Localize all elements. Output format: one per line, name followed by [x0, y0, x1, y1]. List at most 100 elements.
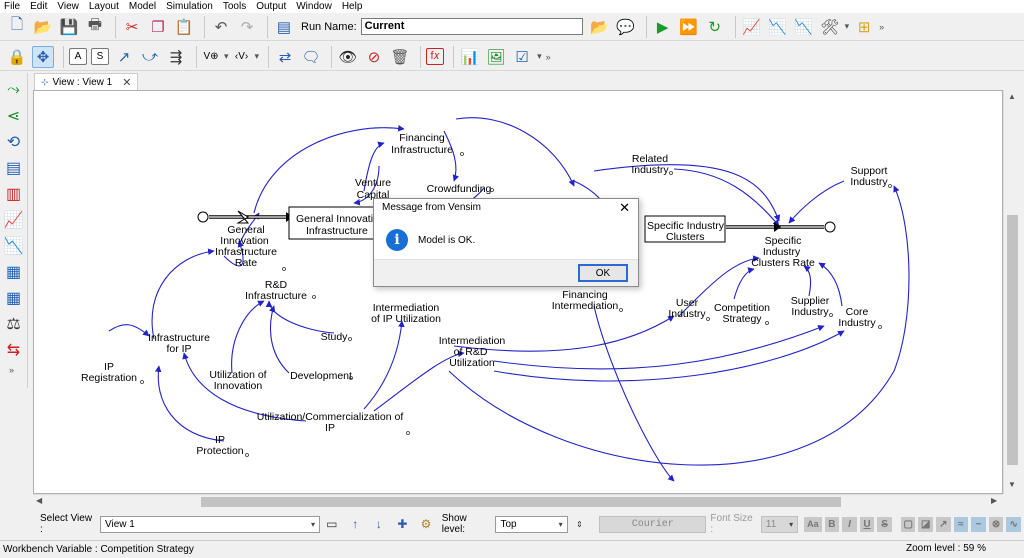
arrow-style-icon[interactable]: ↗	[936, 516, 951, 532]
table-icon[interactable]: ▦	[5, 264, 22, 281]
hide-icon[interactable]: ⊘	[367, 48, 381, 66]
loops-icon[interactable]: ⟲	[6, 134, 21, 151]
menu-simulation[interactable]: Simulation	[166, 1, 213, 12]
causal-link[interactable]	[493, 325, 825, 370]
checklist-dropdown-icon[interactable]: ▾	[537, 51, 542, 61]
causal-link[interactable]	[238, 212, 260, 247]
comment-tool-icon[interactable]: 🗨	[301, 48, 321, 66]
tools-overflow-icon[interactable]: »	[545, 51, 551, 62]
input-output-dropdown[interactable]: ‹V›	[234, 51, 249, 62]
graph-compare-icon[interactable]: 📈	[742, 18, 761, 36]
paste-icon[interactable]: 📋	[174, 18, 194, 36]
table-time-down-icon[interactable]: ▦	[5, 290, 22, 307]
view-list-icon[interactable]: ▭	[326, 517, 338, 531]
causal-link[interactable]	[353, 165, 380, 206]
shadow-tool-icon[interactable]: ⇶	[169, 48, 183, 66]
causal-link[interactable]	[448, 185, 910, 466]
input-output-dropdown-icon[interactable]: ▾	[254, 51, 260, 61]
causal-link[interactable]	[803, 265, 812, 297]
stock-specific-industry[interactable]	[644, 215, 726, 243]
causal-link[interactable]	[818, 262, 843, 307]
model-variable-dropdown-icon[interactable]: ▾	[224, 51, 229, 61]
image-icon[interactable]: 🖼	[486, 48, 506, 66]
synthesim-icon[interactable]: ⏩	[679, 18, 698, 36]
copy-icon[interactable]: ❐	[151, 18, 165, 36]
cut-icon[interactable]: ✂	[125, 18, 139, 36]
polarity-icon[interactable]: ⊗	[988, 516, 1004, 532]
font-case-button[interactable]: Aa	[804, 516, 822, 532]
set-simulation-icon[interactable]: ▤	[276, 18, 292, 36]
view-settings-icon[interactable]: ⚙	[420, 517, 432, 531]
browse-folder-icon[interactable]: 📂	[590, 18, 609, 36]
line-style-icon[interactable]: ≈	[953, 516, 969, 532]
bold-button[interactable]: B	[824, 516, 840, 532]
palette-overflow-icon[interactable]: »	[8, 365, 14, 375]
font-size-dropdown[interactable]: 11 ▾	[760, 515, 799, 533]
causal-link[interactable]	[493, 330, 845, 382]
arrow-tool-icon[interactable]: ↗	[117, 48, 131, 66]
curve-style-icon[interactable]: ∿	[1006, 516, 1021, 532]
level-stepper-icon[interactable]: ⇕	[576, 519, 583, 529]
menu-help[interactable]: Help	[341, 1, 363, 12]
causes-strip-icon[interactable]: ▥	[5, 186, 22, 203]
causal-link[interactable]	[108, 324, 150, 337]
causal-link[interactable]	[673, 168, 780, 227]
arrow-down-icon[interactable]: ↓	[375, 517, 382, 531]
reshape-icon[interactable]: ⇄	[278, 48, 292, 66]
lock-icon[interactable]: 🔒	[7, 48, 27, 66]
causal-link[interactable]	[678, 255, 760, 317]
menu-window[interactable]: Window	[296, 1, 332, 12]
causal-link[interactable]	[373, 350, 465, 412]
tools-icon[interactable]: 🛠	[820, 18, 840, 36]
runs-compare-icon[interactable]: ⚖	[6, 316, 21, 333]
variable-development[interactable]: Development	[290, 370, 352, 382]
causal-link[interactable]	[223, 240, 245, 267]
box-shape-icon[interactable]: ▢	[900, 516, 916, 532]
causal-link[interactable]	[733, 267, 755, 300]
causes-tree-icon[interactable]: ⤳	[7, 81, 20, 98]
show-icon[interactable]: 👁	[338, 48, 358, 66]
scroll-down-icon[interactable]: ▼	[1008, 480, 1016, 489]
causal-link[interactable]	[151, 248, 215, 340]
vertical-scrollbar[interactable]: ▲ ▼	[1003, 90, 1020, 494]
causal-link[interactable]	[268, 305, 290, 374]
save-icon[interactable]: 💾	[59, 18, 79, 36]
graph-check-icon[interactable]: 📉	[768, 18, 787, 36]
move-size-icon[interactable]: ✥	[32, 45, 54, 68]
variable-tool-button[interactable]: A	[69, 48, 87, 65]
menu-model[interactable]: Model	[128, 1, 157, 12]
color-fill-icon[interactable]: ◪	[918, 516, 934, 532]
tab-view-1[interactable]: ⊹ View : View 1 ✕	[34, 73, 139, 90]
font-name-field[interactable]: Courier	[599, 515, 707, 533]
causal-link[interactable]	[455, 117, 575, 187]
menu-tools[interactable]: Tools	[222, 1, 247, 12]
causal-link[interactable]	[593, 164, 781, 222]
menu-output[interactable]: Output	[256, 1, 287, 12]
document-icon[interactable]: ▤	[5, 160, 22, 177]
add-view-icon[interactable]: ✚	[397, 517, 408, 531]
causal-link[interactable]	[182, 352, 307, 422]
underline-button[interactable]: U	[859, 516, 875, 532]
graph-delete-icon[interactable]: 📉	[794, 18, 813, 36]
run-name-input[interactable]: Current	[360, 18, 583, 35]
causal-link[interactable]	[154, 365, 225, 442]
redo-icon[interactable]: ↷	[240, 18, 254, 36]
arrow-up-icon[interactable]: ↑	[352, 517, 359, 531]
causal-link[interactable]	[363, 141, 385, 192]
bar-graph-icon[interactable]: 📉	[3, 238, 24, 255]
sensitivity-icon[interactable]: ⇆	[6, 342, 21, 359]
graph-icon[interactable]: 📈	[3, 212, 24, 229]
menu-layout[interactable]: Layout	[88, 1, 119, 12]
open-folder-icon[interactable]: 📂	[33, 18, 53, 36]
